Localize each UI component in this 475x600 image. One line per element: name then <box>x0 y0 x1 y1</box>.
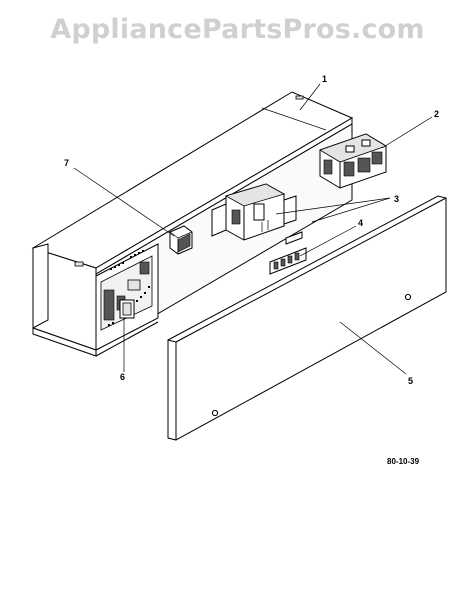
callout-7: 7 <box>64 158 69 168</box>
callout-3: 3 <box>394 194 399 204</box>
connector-part-7[interactable] <box>169 225 193 255</box>
callout-1: 1 <box>322 74 327 84</box>
callout-2: 2 <box>434 109 439 119</box>
terminal-strip-part-4[interactable] <box>269 231 307 275</box>
callout-5: 5 <box>408 376 413 386</box>
watermark-text: AppliancePartsPros.com <box>50 14 425 45</box>
leader-lines <box>73 83 433 375</box>
control-housing-part-1[interactable] <box>31 91 354 357</box>
control-board-part-6[interactable] <box>95 243 159 351</box>
drawing-code: 80-10-39 <box>387 457 420 466</box>
relay-block-part-2[interactable] <box>319 133 387 189</box>
front-panel-part-5[interactable] <box>167 195 447 441</box>
callout-6: 6 <box>120 372 125 382</box>
transformer-part-3[interactable] <box>211 183 297 241</box>
callout-4: 4 <box>358 218 363 228</box>
